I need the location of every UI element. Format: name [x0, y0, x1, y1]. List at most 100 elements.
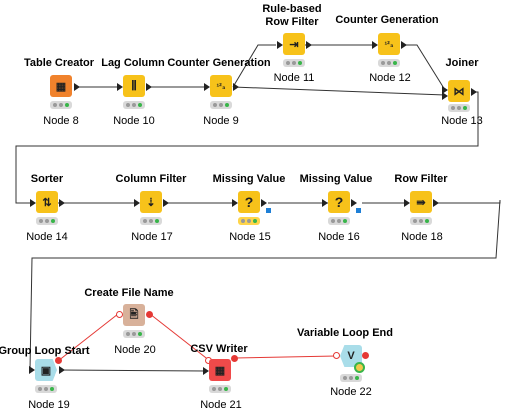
- output-port[interactable]: [351, 199, 357, 207]
- node-label: Node 21: [200, 399, 242, 411]
- pmml-port-icon[interactable]: [356, 208, 361, 213]
- node-title: Group Loop Start: [0, 345, 90, 357]
- status-traffic-light: [448, 104, 470, 112]
- connection-9-13[interactable]: [232, 86, 446, 96]
- flow-variable-input-port[interactable]: [333, 352, 340, 359]
- input-port[interactable]: [372, 41, 378, 49]
- status-traffic-light: [210, 101, 232, 109]
- input-port[interactable]: [30, 199, 36, 207]
- status-traffic-light: [209, 385, 231, 393]
- node-title: Missing Value: [299, 173, 373, 185]
- table-creator-icon[interactable]: ▦: [50, 75, 72, 97]
- output-port[interactable]: [433, 199, 439, 207]
- input-port-left[interactable]: [442, 86, 448, 94]
- status-traffic-light-warning: [238, 217, 260, 225]
- output-port[interactable]: [74, 83, 80, 91]
- counter-generation-icon[interactable]: ¹²₃: [210, 75, 232, 97]
- output-port[interactable]: [59, 366, 65, 374]
- connection-19-21[interactable]: [59, 369, 207, 372]
- variable-loop-end-icon[interactable]: V: [340, 345, 362, 367]
- node-title: Row Filter: [394, 173, 448, 185]
- column-filter-icon[interactable]: ⇣: [140, 191, 162, 213]
- flow-variable-output-port[interactable]: [231, 355, 238, 362]
- status-traffic-light: [123, 101, 145, 109]
- node-label: Node 19: [28, 399, 70, 411]
- status-traffic-light: [410, 217, 432, 225]
- output-port[interactable]: [261, 199, 267, 207]
- node-label: Node 15: [229, 231, 271, 243]
- pmml-port-icon[interactable]: [266, 208, 271, 213]
- node-label: Node 22: [330, 386, 372, 398]
- counter-generation-icon[interactable]: ¹²₃: [378, 33, 400, 55]
- connection-18-19[interactable]: [29, 199, 501, 371]
- missing-value-icon[interactable]: ?: [328, 191, 350, 213]
- input-port[interactable]: [134, 199, 140, 207]
- node-label: Node 14: [26, 231, 68, 243]
- input-port[interactable]: [322, 199, 328, 207]
- output-port[interactable]: [233, 83, 239, 91]
- flow-variable-21-22[interactable]: [234, 355, 337, 359]
- status-traffic-light: [50, 101, 72, 109]
- flow-variable-output-port[interactable]: [362, 352, 369, 359]
- input-port[interactable]: [204, 83, 210, 91]
- status-traffic-light: [340, 374, 362, 382]
- node-title: Sorter: [30, 173, 64, 185]
- input-port[interactable]: [203, 367, 209, 375]
- input-port[interactable]: [29, 366, 35, 374]
- sorter-icon[interactable]: ⇅: [36, 191, 58, 213]
- status-traffic-light: [140, 217, 162, 225]
- flow-variable-output-port[interactable]: [146, 311, 153, 318]
- node-label: Node 11: [273, 72, 315, 84]
- node-title: Counter Generation: [335, 14, 439, 26]
- node-label: Node 13: [441, 115, 483, 127]
- status-traffic-light: [378, 59, 400, 67]
- connection-13-14[interactable]: [15, 91, 479, 204]
- node-title: Lag Column: [101, 57, 165, 69]
- create-file-name-icon[interactable]: 🖹: [123, 304, 145, 326]
- output-port[interactable]: [471, 88, 477, 96]
- missing-value-icon[interactable]: ?: [238, 191, 260, 213]
- output-port[interactable]: [401, 41, 407, 49]
- node-label: Node 18: [401, 231, 443, 243]
- input-port[interactable]: [404, 199, 410, 207]
- input-port[interactable]: [277, 41, 283, 49]
- rule-based-row-filter-icon[interactable]: ⇥: [283, 33, 305, 55]
- input-port-right[interactable]: [442, 92, 448, 100]
- joiner-icon[interactable]: ⋈: [448, 80, 470, 102]
- output-port[interactable]: [306, 41, 312, 49]
- node-label: Node 12: [369, 72, 411, 84]
- node-label: Node 10: [113, 115, 155, 127]
- status-traffic-light: [283, 59, 305, 67]
- input-port[interactable]: [117, 83, 123, 91]
- node-title: Joiner: [445, 57, 479, 69]
- status-traffic-light: [36, 217, 58, 225]
- flow-variable-input-port[interactable]: [116, 311, 123, 318]
- node-title: Variable Loop End: [297, 327, 393, 339]
- node-label: Node 9: [203, 115, 239, 127]
- node-label: Node 8: [43, 115, 79, 127]
- status-traffic-light: [328, 217, 350, 225]
- node-title: Table Creator: [23, 57, 95, 69]
- node-title: Counter Generation: [167, 57, 271, 69]
- row-filter-icon[interactable]: ⇛: [410, 191, 432, 213]
- node-title: CSV Writer: [190, 343, 248, 355]
- status-traffic-light: [123, 330, 145, 338]
- connection-9-11[interactable]: [232, 44, 276, 88]
- output-port[interactable]: [163, 199, 169, 207]
- group-loop-start-icon[interactable]: ▣: [35, 359, 57, 381]
- input-port[interactable]: [232, 199, 238, 207]
- flow-variable-20-21[interactable]: [149, 313, 211, 362]
- node-title: Rule-based Row Filter: [262, 3, 322, 28]
- flow-variable-output-port[interactable]: [55, 357, 62, 364]
- loop-refresh-icon: [354, 362, 365, 373]
- output-port[interactable]: [59, 199, 65, 207]
- output-port[interactable]: [146, 83, 152, 91]
- node-title: Missing Value: [212, 173, 286, 185]
- flow-variable-19-20[interactable]: [57, 313, 119, 362]
- csv-writer-icon[interactable]: ▦: [209, 359, 231, 381]
- status-traffic-light: [35, 385, 57, 393]
- node-label: Node 16: [318, 231, 360, 243]
- lag-column-icon[interactable]: ⫼: [123, 75, 145, 97]
- node-label: Node 17: [131, 231, 173, 243]
- node-title: Create File Name: [84, 287, 174, 299]
